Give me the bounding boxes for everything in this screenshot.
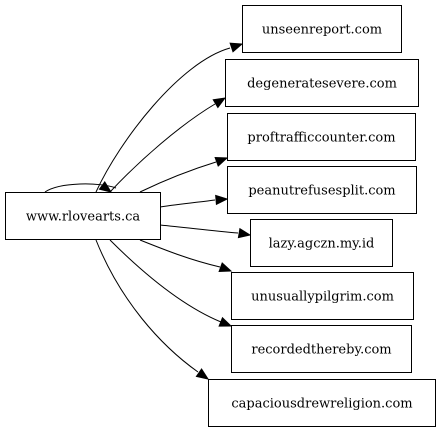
node-label: recordedthereby.com bbox=[251, 343, 391, 358]
target-node: degeneratesevere.com bbox=[225, 59, 419, 107]
source-node: www.rlovearts.ca bbox=[5, 192, 161, 240]
arrowhead bbox=[215, 194, 229, 206]
arrowhead bbox=[237, 227, 252, 239]
node-label: degeneratesevere.com bbox=[247, 77, 397, 92]
arrowhead bbox=[229, 42, 244, 53]
arrowhead bbox=[195, 368, 210, 380]
node-layer: www.rlovearts.ca unseenreport.com degenera… bbox=[5, 5, 436, 427]
arrowhead bbox=[98, 180, 113, 193]
node-box bbox=[227, 113, 416, 161]
node-box bbox=[231, 325, 412, 373]
arrowhead bbox=[218, 262, 233, 272]
arrowhead bbox=[212, 97, 227, 109]
edge-line bbox=[159, 224, 239, 234]
node-label: unusuallypilgrim.com bbox=[251, 290, 394, 305]
node-label: proftrafficcounter.com bbox=[247, 131, 395, 146]
edge-line bbox=[159, 199, 216, 208]
edge-src-to-t7 bbox=[109, 239, 233, 327]
edge-src-to-t1 bbox=[95, 42, 244, 193]
target-node: unusuallypilgrim.com bbox=[231, 272, 414, 320]
edge-src-to-src bbox=[44, 180, 117, 193]
arrowhead bbox=[218, 316, 233, 327]
edge-src-to-t3 bbox=[139, 157, 229, 193]
node-box bbox=[5, 192, 161, 240]
edge-src-to-t2 bbox=[109, 97, 227, 193]
node-box bbox=[208, 379, 436, 427]
edge-layer bbox=[44, 42, 252, 380]
target-node: capaciousdrewreligion.com bbox=[208, 379, 436, 427]
node-label: www.rlovearts.ca bbox=[26, 210, 140, 225]
edge-line bbox=[109, 239, 222, 323]
target-node: proftrafficcounter.com bbox=[227, 113, 416, 161]
edge-line bbox=[139, 239, 221, 268]
node-box bbox=[242, 5, 402, 53]
edge-line bbox=[139, 161, 217, 193]
node-box bbox=[225, 59, 419, 107]
node-box bbox=[250, 219, 393, 267]
target-node: recordedthereby.com bbox=[231, 325, 412, 373]
node-box bbox=[227, 166, 417, 214]
edge-src-to-t5 bbox=[159, 224, 252, 239]
edge-line bbox=[95, 239, 199, 373]
target-node: unseenreport.com bbox=[242, 5, 402, 53]
arrowhead bbox=[214, 157, 229, 167]
edge-line bbox=[95, 47, 231, 193]
edge-line bbox=[44, 183, 117, 193]
edge-src-to-t8 bbox=[95, 239, 210, 380]
node-label: unseenreport.com bbox=[262, 23, 382, 38]
node-label: capaciousdrewreligion.com bbox=[231, 397, 412, 412]
target-node: peanutrefusesplit.com bbox=[227, 166, 417, 214]
edge-line bbox=[109, 103, 216, 193]
edge-src-to-t4 bbox=[159, 194, 229, 208]
edge-src-to-t6 bbox=[139, 239, 233, 272]
node-label: peanutrefusesplit.com bbox=[248, 184, 395, 199]
target-node: lazy.agczn.my.id bbox=[250, 219, 393, 267]
node-box bbox=[231, 272, 414, 320]
node-label: lazy.agczn.my.id bbox=[269, 237, 375, 252]
